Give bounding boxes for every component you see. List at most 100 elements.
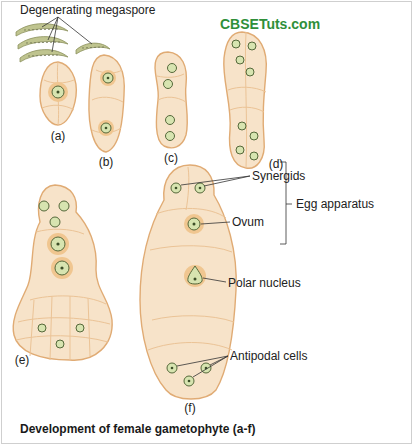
cell-walls [16,32,266,360]
part-label: Egg apparatus [296,197,374,211]
megaspore-leaders [42,17,92,52]
nucleus [50,217,60,227]
nucleus [250,132,258,140]
wall [42,62,74,125]
nucleus [250,152,258,160]
cell-b [89,55,124,152]
nucleus [56,340,64,348]
texture-line [82,47,104,48]
halo [51,257,73,279]
synergid-nucleus [171,183,181,193]
nuclei [38,40,258,386]
wall [92,70,123,133]
nucleus [164,80,173,89]
halo [184,265,206,287]
texture-line [24,29,60,30]
antipodal-nucleus [184,376,194,386]
nucleolus [193,223,196,226]
nucleus [246,68,254,76]
nucleus [55,261,69,275]
nucleolus [105,127,108,130]
nucleus [236,146,244,154]
nucleus [236,56,244,64]
synergid-nucleus [195,183,205,193]
halo [48,82,68,102]
nucleus [166,132,175,141]
part-label: Ovum [232,215,264,229]
nucleus [101,123,111,133]
stage-label: (a) [51,129,66,143]
part-label: Antipodal cells [230,349,307,363]
leader-line [193,356,228,377]
stage-label: (e) [15,353,30,367]
leader-line [210,356,228,365]
stage-label: (f) [184,401,195,415]
wall [16,229,110,360]
nucleolus [175,187,178,190]
part-label: Synergids [252,169,305,183]
leader-line [201,222,230,224]
nucleus [232,40,240,48]
leader-line [48,17,58,40]
ovum-nucleus [188,218,200,230]
leader-line [52,17,58,52]
halo [100,70,116,86]
polar-nucleus [188,266,202,284]
part-label: Polar nucleus [228,276,301,290]
nucleus [168,64,177,73]
cell-a [40,62,76,125]
nucleus [38,324,46,332]
cell-c [155,52,188,148]
nucleolus [57,91,60,94]
nucleolus [171,367,174,370]
part-label: Degenerating megaspore [20,3,155,17]
wall [228,32,266,168]
nucleolus [188,380,191,383]
megaspores [16,24,110,62]
leader-line [181,176,250,185]
nucleus [59,201,69,211]
nucleolus [199,187,202,190]
megaspore [20,50,68,62]
nucleolus [107,77,110,80]
nucleus [238,122,246,130]
texture-line [28,55,60,56]
cell-e [13,185,112,360]
megaspore [76,43,110,54]
stage-label: (d) [269,157,284,171]
stage-label: (c) [164,151,178,165]
watermark: CBSETuts.com [220,17,320,31]
megaspore [16,24,68,36]
antipodal-nucleus [167,363,177,373]
nucleoli [56,77,207,383]
leader-line [203,278,226,282]
wall [148,167,234,350]
wall [157,74,186,102]
nucleolus [60,266,63,269]
nucleolus [194,278,197,281]
cytoplasm-halos [47,70,206,287]
nucleus [248,42,256,50]
halo [47,233,69,255]
megaspore [18,37,68,49]
texture-line [26,42,60,43]
nucleus [39,201,49,211]
halo [98,120,114,136]
nucleus [166,116,175,125]
megaspore-texture [24,29,104,56]
cell-d [224,32,267,168]
nucleus [52,86,64,98]
cell-f [140,165,236,399]
figure-caption: Development of female gametophyte (a-f) [20,422,255,436]
embryo-sacs [13,32,266,399]
leader-line [58,17,92,44]
stage-label: (b) [99,155,114,169]
nucleus [76,324,84,332]
nucleolus [56,242,59,245]
nucleus [103,73,113,83]
nucleus [51,237,65,251]
part-leaders [177,162,292,377]
